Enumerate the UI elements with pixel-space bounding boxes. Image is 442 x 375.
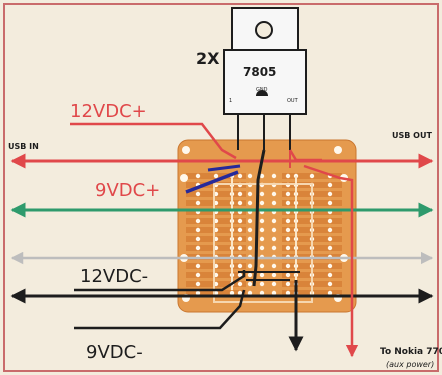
- board-hole: [271, 191, 277, 197]
- board-hole: [285, 191, 291, 197]
- board-hole: [195, 245, 201, 251]
- board-hole: [271, 218, 277, 224]
- wires: [10, 122, 434, 358]
- aux-power-wire: [303, 164, 359, 358]
- mounting-pad: [182, 146, 190, 154]
- regulator-pin2-label: GND: [256, 87, 268, 93]
- board-hole: [271, 173, 277, 179]
- board-hole: [237, 272, 243, 278]
- board-hole: [237, 173, 243, 179]
- board-hole: [247, 245, 253, 251]
- board-hole: [271, 263, 277, 269]
- board-hole: [237, 263, 243, 269]
- wire-9vdc-pos: [185, 170, 239, 194]
- regulator-pin1-label: 1: [229, 98, 233, 104]
- regulator-count-label: 2X: [196, 49, 220, 68]
- board-hole: [195, 218, 201, 224]
- voltage-regulator-7805: [223, 7, 307, 150]
- board-hole: [285, 218, 291, 224]
- board-hole: [271, 236, 277, 242]
- board-hole: [309, 173, 315, 179]
- mounting-pad: [334, 146, 342, 154]
- mounting-pad: [180, 174, 188, 182]
- board-hole: [285, 272, 291, 278]
- board-hole: [195, 173, 201, 179]
- board-hole: [259, 281, 265, 287]
- board-hole: [259, 191, 265, 197]
- board-hole: [237, 227, 243, 233]
- wire-9vdc-neg: [74, 289, 246, 330]
- board-hole: [259, 245, 265, 251]
- board-hole: [285, 173, 291, 179]
- board-hole: [285, 281, 291, 287]
- board-hole: [285, 200, 291, 206]
- board-hole: [247, 281, 253, 287]
- regulator-pin3-label: OUT: [287, 98, 298, 104]
- board-hole: [237, 191, 243, 197]
- board-hole: [237, 218, 243, 224]
- board-hole: [259, 200, 265, 206]
- board-hole: [247, 173, 253, 179]
- board-hole: [247, 263, 253, 269]
- board-hole: [237, 200, 243, 206]
- label-9vdc-neg: 9VDC-: [86, 342, 143, 363]
- board-hole: [327, 218, 333, 224]
- board-hole: [247, 191, 253, 197]
- board-hole: [237, 281, 243, 287]
- label-12vdc-pos: 12VDC+: [70, 101, 147, 122]
- board-hole: [271, 281, 277, 287]
- board-hole: [259, 263, 265, 269]
- board-hole: [259, 227, 265, 233]
- label-12vdc-neg: 12VDC-: [80, 266, 149, 287]
- board-hole: [247, 236, 253, 242]
- board-hole: [285, 263, 291, 269]
- board-hole: [247, 218, 253, 224]
- board-hole: [259, 173, 265, 179]
- board-hole: [195, 281, 201, 287]
- board-hole: [285, 245, 291, 251]
- board-hole: [247, 227, 253, 233]
- board-hole: [327, 227, 333, 233]
- board-hole: [285, 236, 291, 242]
- board-hole: [237, 236, 243, 242]
- board-hole: [259, 218, 265, 224]
- label-usb-out: USB OUT: [392, 131, 432, 140]
- board-hole: [327, 182, 333, 188]
- wire-12vdc-pos: [70, 122, 237, 160]
- board-hole: [259, 272, 265, 278]
- board-hole: [327, 281, 333, 287]
- board-hole: [247, 272, 253, 278]
- board-hole: [195, 227, 201, 233]
- board-hole: [271, 227, 277, 233]
- board-hole: [285, 227, 291, 233]
- label-9vdc-pos: 9VDC+: [95, 180, 161, 201]
- board-hole: [247, 200, 253, 206]
- board-hole: [259, 236, 265, 242]
- board-hole: [271, 272, 277, 278]
- board-hole: [271, 245, 277, 251]
- board-hole: [327, 245, 333, 251]
- board-hole: [195, 236, 201, 242]
- label-usb-in: USB IN: [8, 142, 39, 151]
- board-hole: [327, 236, 333, 242]
- regulator-part-label: 7805: [243, 65, 277, 79]
- label-to-nokia: To Nokia 770: [380, 347, 442, 357]
- stripboard: [177, 139, 357, 313]
- label-aux-power: (aux power): [386, 360, 435, 369]
- board-hole: [195, 263, 201, 269]
- board-hole: [195, 200, 201, 206]
- board-hole: [327, 191, 333, 197]
- board-hole: [327, 272, 333, 278]
- board-hole: [213, 173, 219, 179]
- board-hole: [271, 200, 277, 206]
- board-hole: [237, 245, 243, 251]
- board-hole: [195, 191, 201, 197]
- board-hole: [195, 272, 201, 278]
- board-hole: [327, 200, 333, 206]
- board-hole: [327, 263, 333, 269]
